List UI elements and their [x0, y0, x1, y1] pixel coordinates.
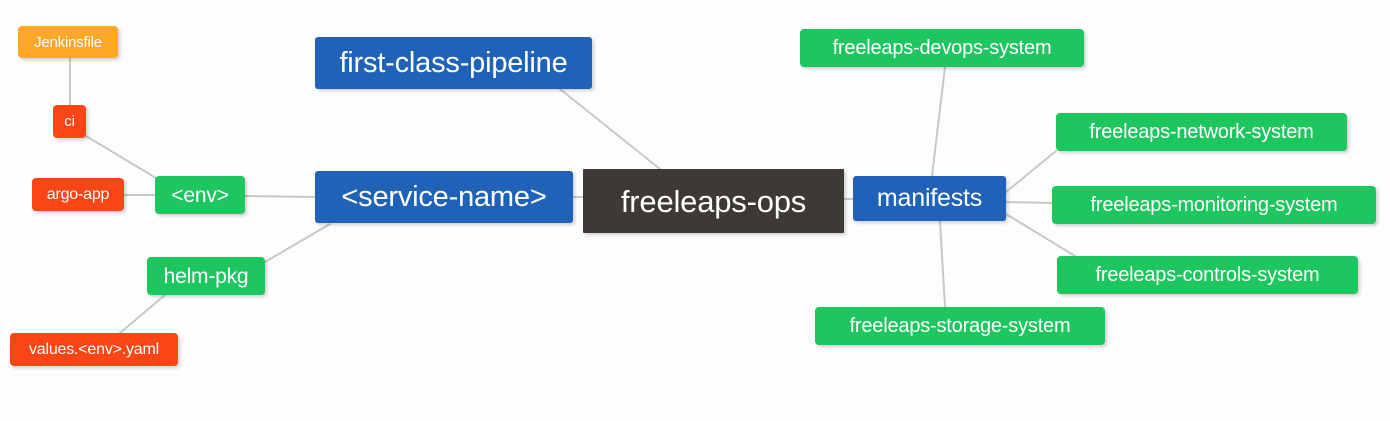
node-label-freeleaps-monitoring-system: freeleaps-monitoring-system [1090, 194, 1338, 216]
node-jenkinsfile[interactable]: Jenkinsfile [18, 26, 118, 58]
edge-firstclass-root [559, 88, 661, 170]
edge-servicename-helmpkg [264, 223, 331, 263]
edge-manifests-monitoring [1005, 201, 1053, 204]
edge-ci-env [85, 135, 157, 179]
node-label-env: <env> [171, 183, 229, 207]
node-freeleaps-monitoring-system[interactable]: freeleaps-monitoring-system [1052, 186, 1376, 224]
edge-manifests-network [1005, 150, 1057, 193]
node-argo-app[interactable]: argo-app [32, 178, 124, 211]
node-label-freeleaps-network-system: freeleaps-network-system [1089, 121, 1314, 143]
node-values-yaml[interactable]: values.<env>.yaml [10, 333, 178, 366]
edge-helmpkg-valuesyaml [119, 294, 166, 334]
node-freeleaps-network-system[interactable]: freeleaps-network-system [1056, 113, 1347, 151]
node-service-name[interactable]: <service-name> [315, 171, 573, 223]
node-label-jenkinsfile: Jenkinsfile [34, 33, 102, 51]
node-label-argo-app: argo-app [46, 185, 110, 203]
node-env[interactable]: <env> [155, 176, 245, 214]
node-helm-pkg[interactable]: helm-pkg [147, 257, 265, 295]
node-label-helm-pkg: helm-pkg [163, 264, 249, 288]
node-label-freeleaps-storage-system: freeleaps-storage-system [849, 315, 1071, 337]
node-label-values-yaml: values.<env>.yaml [28, 340, 159, 358]
node-label-freeleaps-controls-system: freeleaps-controls-system [1095, 264, 1320, 286]
node-label-ci: ci [64, 113, 75, 130]
edge-manifests-devops [931, 66, 946, 177]
node-label-freeleaps-ops: freeleaps-ops [620, 183, 807, 219]
node-ci[interactable]: ci [53, 105, 86, 138]
edge-manifests-storage [939, 220, 946, 308]
node-freeleaps-controls-system[interactable]: freeleaps-controls-system [1057, 256, 1358, 294]
node-first-class-pipeline[interactable]: first-class-pipeline [315, 37, 592, 89]
node-label-service-name: <service-name> [341, 180, 547, 213]
node-freeleaps-devops-system[interactable]: freeleaps-devops-system [800, 29, 1084, 67]
node-freeleaps-storage-system[interactable]: freeleaps-storage-system [815, 307, 1105, 345]
node-label-first-class-pipeline: first-class-pipeline [339, 46, 568, 79]
node-label-manifests: manifests [876, 184, 983, 212]
node-freeleaps-ops[interactable]: freeleaps-ops [583, 169, 844, 233]
node-label-freeleaps-devops-system: freeleaps-devops-system [832, 37, 1052, 59]
edge-env-servicename [244, 195, 316, 198]
node-manifests[interactable]: manifests [853, 176, 1006, 221]
